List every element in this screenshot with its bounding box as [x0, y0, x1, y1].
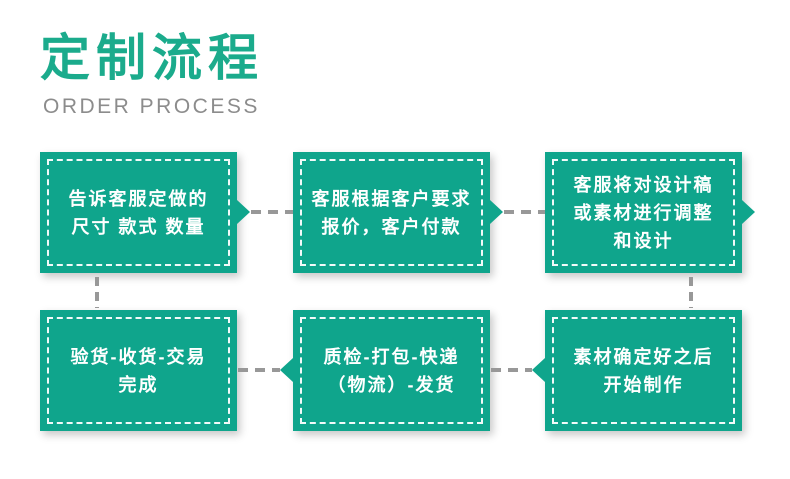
flow-step-1-text: 告诉客服定做的 尺寸 款式 数量 [69, 185, 209, 241]
step-text-line: 客服根据客户要求 [311, 188, 472, 209]
flow-step-2-text: 客服根据客户要求 报价，客户付款 [312, 185, 472, 241]
flow-step-3-text: 客服将对设计稿 或素材进行调整 和设计 [574, 171, 714, 255]
step-text-line: 验货-收货-交易 [70, 346, 207, 367]
flow-step-4-text: 素材确定好之后 开始制作 [574, 343, 714, 399]
step-text-line: 报价，客户付款 [321, 216, 462, 237]
step-text-line: 完成 [118, 374, 159, 395]
connector-step1-step2 [251, 210, 293, 214]
step-text-line: 开始制作 [603, 374, 684, 395]
flow-step-3: 客服将对设计稿 或素材进行调整 和设计 [545, 152, 742, 273]
step-text-line: （物流）-发货 [327, 374, 456, 395]
connector-step4-step5 [491, 368, 532, 372]
step-text-line: 素材确定好之后 [573, 346, 714, 367]
page-title: 定制流程 [40, 30, 264, 86]
flow-step-1: 告诉客服定做的 尺寸 款式 数量 [40, 152, 237, 273]
step-text-line: 客服将对设计稿 [573, 174, 714, 195]
step-text-line: 质检-打包-快递 [323, 346, 460, 367]
arrow-left-icon-step5 [280, 358, 293, 382]
step-text-line: 和设计 [613, 230, 674, 251]
connector-step1-step6 [95, 277, 99, 308]
step-text-line: 告诉客服定做的 [68, 188, 209, 209]
connector-step3-step4 [689, 277, 693, 308]
arrow-left-icon-step4 [532, 358, 545, 382]
connector-step5-step6 [238, 368, 280, 372]
flow-step-6: 验货-收货-交易 完成 [40, 310, 237, 431]
flow-step-4: 素材确定好之后 开始制作 [545, 310, 742, 431]
step-text-line: 尺寸 款式 数量 [71, 216, 206, 237]
flow-step-5-text: 质检-打包-快递 （物流）-发货 [324, 343, 460, 399]
arrow-right-icon-step1 [237, 200, 250, 224]
arrow-right-icon-step2 [490, 200, 503, 224]
flow-step-5: 质检-打包-快递 （物流）-发货 [293, 310, 490, 431]
flow-step-6-text: 验货-收货-交易 完成 [71, 343, 207, 399]
step-text-line: 或素材进行调整 [573, 202, 714, 223]
arrow-right-icon-step3 [742, 200, 755, 224]
connector-step2-step3 [504, 210, 545, 214]
flow-step-2: 客服根据客户要求 报价，客户付款 [293, 152, 490, 273]
page-subtitle: ORDER PROCESS [43, 95, 260, 118]
